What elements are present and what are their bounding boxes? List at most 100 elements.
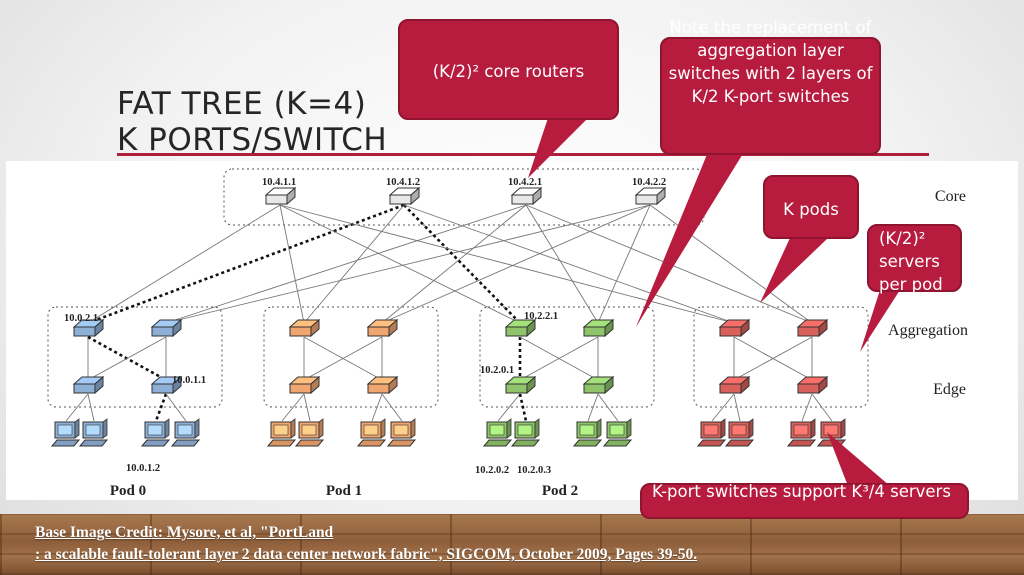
core-switch-icon	[388, 186, 421, 206]
replacement-note-callout	[660, 37, 881, 155]
edge-switch-icon	[150, 375, 183, 395]
servers-per-pod-callout: (K/2)² servers per pod	[867, 224, 962, 294]
edge-host-link	[87, 393, 95, 422]
edge-switch-icon	[582, 375, 615, 395]
core-address-label: 10.4.1.1	[262, 177, 296, 188]
address-label: 10.0.2.1	[64, 313, 98, 324]
server-icon	[510, 418, 541, 447]
edge-switch-icon	[72, 375, 105, 395]
servers-per-pod-callout-text: (K/2)² servers per pod	[879, 229, 943, 294]
core-agg-link	[279, 204, 735, 324]
core-switch-icon	[264, 186, 297, 206]
edge-switch-icon	[718, 375, 751, 395]
k-port-switches-callout: K-port switches support K³/4 servers	[640, 482, 969, 519]
title-line-2: K PORTS/SWITCH	[117, 122, 388, 158]
address-label: 10.2.2.1	[524, 311, 558, 322]
server-icon	[140, 418, 171, 447]
core-agg-link	[165, 204, 527, 324]
edge-host-link	[303, 393, 311, 422]
agg-edge-link	[733, 336, 813, 381]
core-agg-link	[87, 204, 281, 324]
core-routers-callout: (K/2)² core routers	[398, 19, 619, 120]
edge-host-link	[154, 393, 168, 422]
edge-switch-icon	[288, 375, 321, 395]
core-agg-link	[303, 204, 405, 324]
server-icon	[170, 418, 201, 447]
address-label: 10.2.0.2	[475, 465, 509, 476]
k-pods-callout-text: K pods	[783, 200, 839, 219]
server-icon	[294, 418, 325, 447]
server-icon	[78, 418, 109, 447]
pod-name-label: Pod 2	[542, 483, 578, 499]
edge-host-link	[371, 393, 383, 422]
slide-title: FAT TREE (K=4) K PORTS/SWITCH	[117, 86, 387, 158]
edge-host-link	[811, 393, 833, 422]
title-line-1: FAT TREE (K=4)	[117, 86, 367, 122]
layer-label-core: Core	[935, 188, 966, 205]
server-icon	[602, 418, 633, 447]
edge-host-link	[733, 393, 741, 422]
server-icon	[50, 418, 81, 447]
aggregation-switch-icon	[796, 318, 829, 338]
server-icon	[266, 418, 297, 447]
server-icon	[786, 418, 817, 447]
credit-line-2[interactable]: : a scalable fault-tolerant layer 2 data…	[35, 546, 698, 563]
replacement-note-text: Note the replacement of aggregation laye…	[668, 18, 873, 106]
aggregation-switch-icon	[288, 318, 321, 338]
address-label: 10.2.0.3	[517, 465, 551, 476]
pod-box-3	[693, 306, 869, 408]
edge-switch-icon	[796, 375, 829, 395]
edge-host-link	[587, 393, 599, 422]
server-icon	[482, 418, 513, 447]
agg-edge-link	[87, 336, 167, 381]
pod-name-label: Pod 1	[326, 483, 362, 499]
title-underline	[117, 153, 929, 156]
edge-host-link	[801, 393, 813, 422]
core-agg-link	[525, 204, 599, 324]
core-switch-icon	[510, 186, 543, 206]
core-agg-link	[279, 204, 521, 324]
address-label: 10.0.1.2	[126, 463, 160, 474]
core-agg-link	[381, 204, 651, 324]
edge-host-link	[65, 393, 89, 422]
k-pods-callout: K pods	[763, 175, 859, 239]
pod-box-1	[263, 306, 439, 408]
pod-box-0	[47, 306, 223, 408]
k-port-switches-callout-text: K-port switches support K³/4 servers	[652, 482, 951, 501]
aggregation-switch-icon	[366, 318, 399, 338]
core-routers-callout-text: (K/2)² core routers	[432, 62, 585, 81]
layer-label-edge: Edge	[933, 381, 966, 398]
core-agg-link	[87, 203, 405, 325]
pod-box-2	[479, 306, 655, 408]
server-icon	[724, 418, 755, 447]
aggregation-switch-icon	[150, 318, 183, 338]
server-icon	[572, 418, 603, 447]
server-icon	[356, 418, 387, 447]
layer-label-aggregation: Aggregation	[888, 322, 968, 339]
core-agg-link	[597, 204, 651, 324]
core-switch-icon	[634, 186, 667, 206]
core-address-label: 10.4.1.2	[386, 177, 420, 188]
agg-edge-link	[303, 336, 383, 381]
edge-host-link	[518, 393, 528, 422]
aggregation-switch-icon	[504, 318, 537, 338]
server-icon	[816, 418, 847, 447]
image-credit[interactable]: Base Image Credit: Mysore, et al, "PortL…	[35, 522, 697, 566]
aggregation-switch-icon	[582, 318, 615, 338]
core-address-label: 10.4.2.2	[632, 177, 666, 188]
core-agg-link	[381, 204, 527, 324]
edge-host-link	[281, 393, 305, 422]
server-icon	[386, 418, 417, 447]
edge-host-link	[711, 393, 735, 422]
edge-switch-icon	[504, 375, 537, 395]
core-address-label: 10.4.2.1	[508, 177, 542, 188]
edge-host-link	[597, 393, 619, 422]
wooden-floor-background	[0, 514, 1024, 575]
core-agg-link	[279, 204, 305, 324]
credit-line-1[interactable]: Base Image Credit: Mysore, et al, "PortL…	[35, 524, 334, 541]
core-agg-link	[165, 204, 651, 324]
edge-switch-icon	[366, 375, 399, 395]
